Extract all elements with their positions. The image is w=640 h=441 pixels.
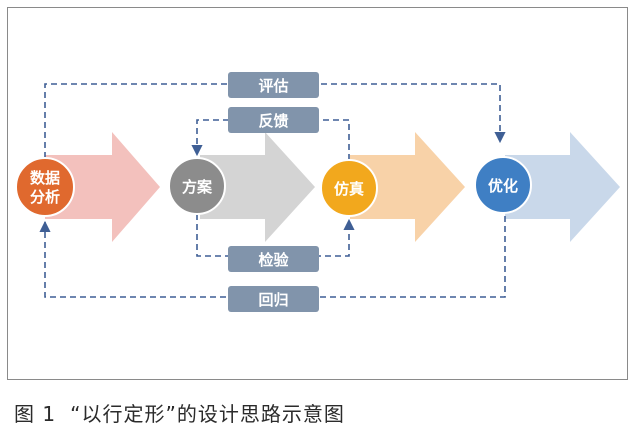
stage-arrow-simulate — [350, 132, 465, 242]
box-return-label: 回归 — [258, 291, 288, 309]
figure-caption-text: “以行定形”的设计思路示意图 — [70, 402, 345, 426]
stage-arrow-plan — [200, 132, 315, 242]
box-return: 回归 — [228, 286, 319, 312]
node-optimize-label: 优化 — [488, 177, 518, 195]
loop-verify-line — [196, 214, 355, 257]
stage-arrow-analysis — [45, 132, 160, 242]
stage-arrow-optimize — [505, 132, 620, 242]
box-verify: 检验 — [228, 246, 319, 272]
node-analysis-line2: 分析 — [30, 188, 60, 206]
node-optimize: 优化 — [474, 156, 532, 214]
box-evaluate: 评估 — [228, 72, 319, 98]
node-plan-label: 方案 — [182, 178, 213, 196]
node-simulate: 仿真 — [320, 159, 378, 217]
node-simulate-label: 仿真 — [334, 180, 364, 198]
node-analysis: 数据 分析 — [15, 157, 75, 217]
box-feedback: 反馈 — [228, 107, 319, 133]
box-feedback-label: 反馈 — [258, 112, 288, 130]
figure-caption: 图 1 “以行定形”的设计思路示意图 — [14, 398, 359, 427]
node-analysis-line1: 数据 — [30, 169, 60, 187]
box-evaluate-label: 评估 — [258, 77, 288, 95]
node-plan: 方案 — [168, 157, 226, 215]
figure-number: 图 1 — [14, 402, 57, 426]
box-verify-label: 检验 — [258, 251, 289, 269]
